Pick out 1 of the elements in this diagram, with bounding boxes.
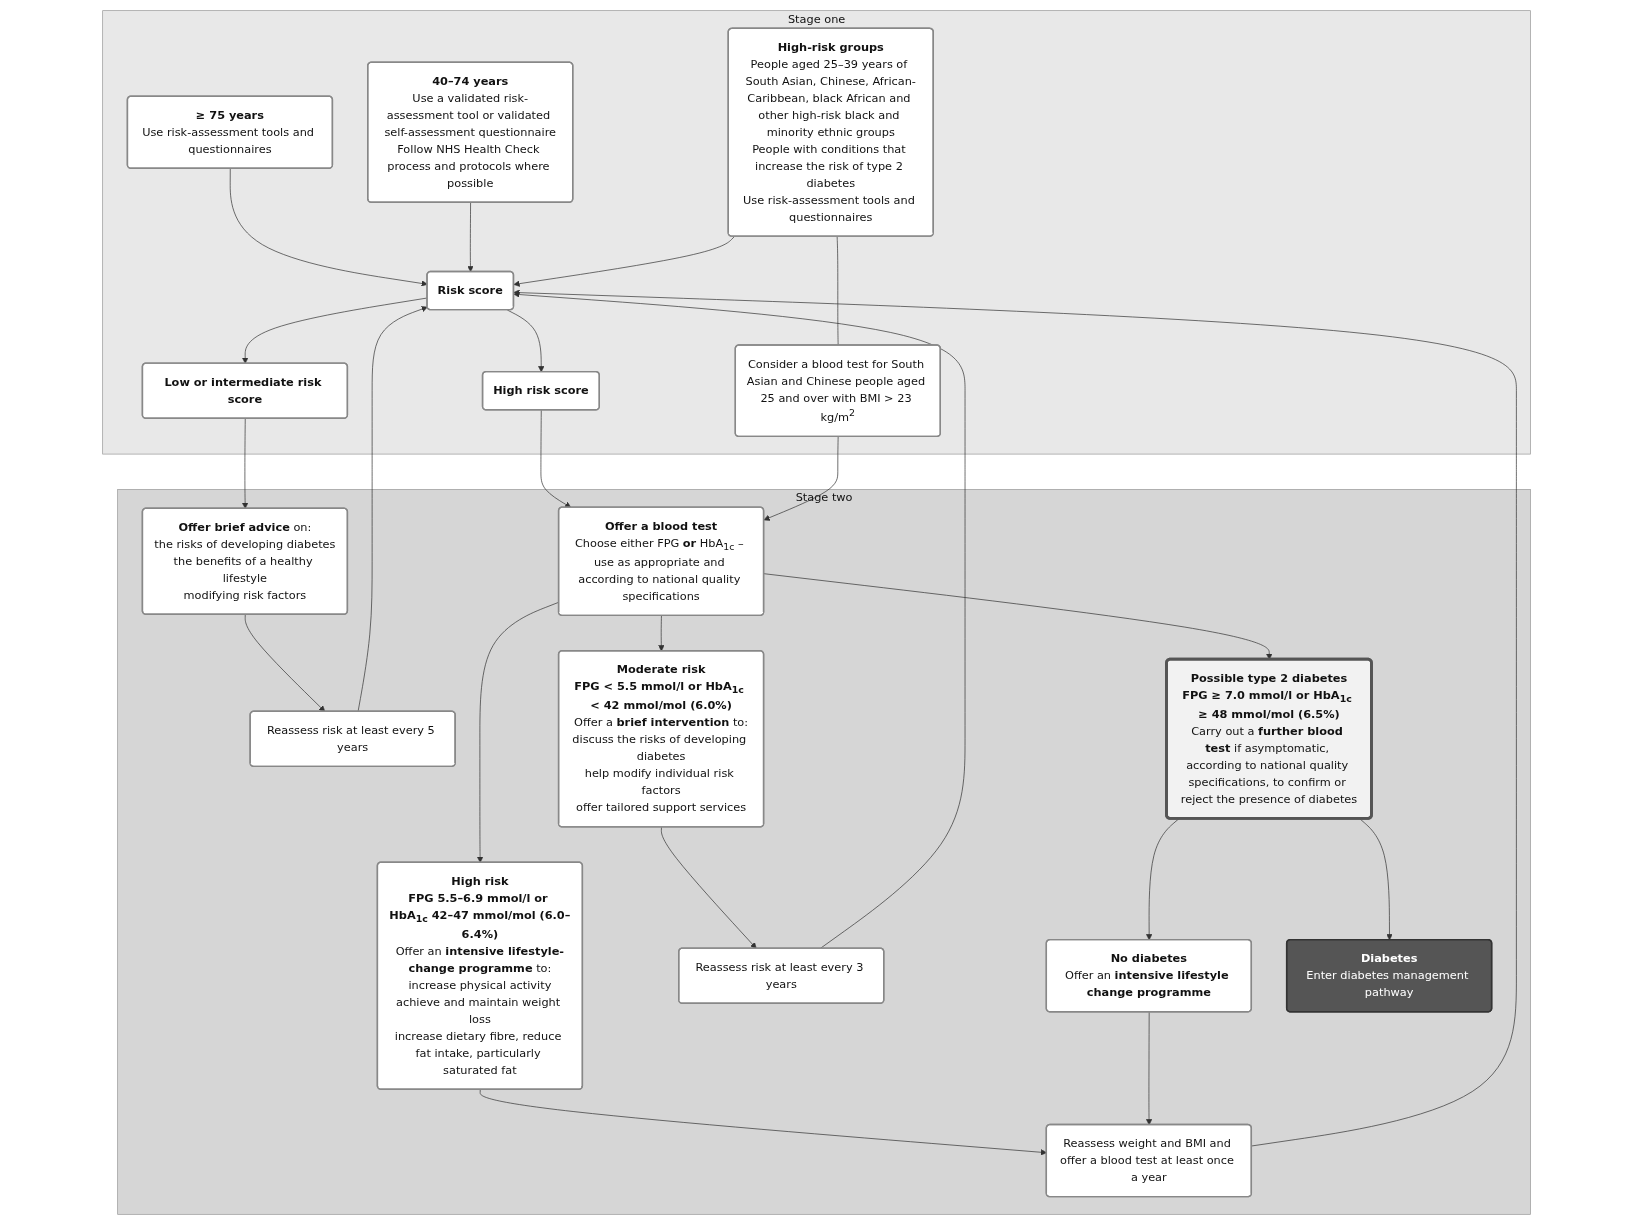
connector [836, 236, 839, 346]
